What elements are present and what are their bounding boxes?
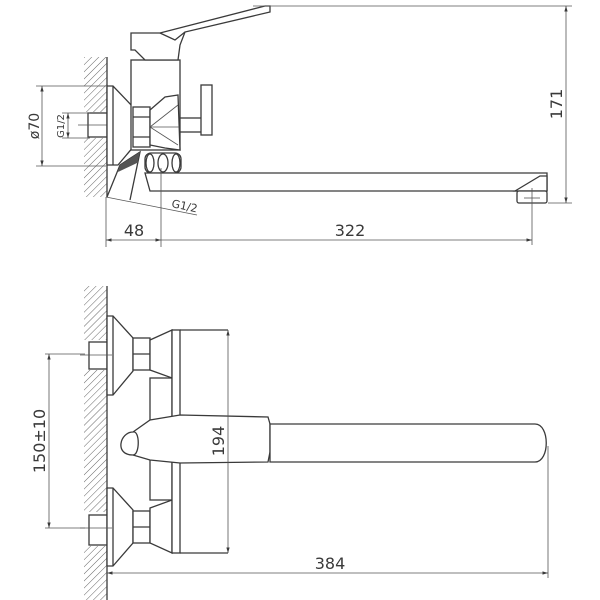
outlet-connector: [106, 150, 141, 201]
spout: [144, 172, 548, 245]
wall-section: [84, 57, 108, 197]
front-view: 150±10 194 384: [30, 286, 549, 600]
side-view: ø70 G1/2 G1/2 48 322 171: [27, 5, 572, 247]
wall-flange: [106, 85, 135, 166]
dimension-diameter: ø70: [27, 85, 106, 167]
dimension-outlet-thread: G1/2: [105, 196, 199, 216]
spout: [269, 423, 547, 463]
dimension-label-inlet-spacing: 150±10: [30, 409, 49, 473]
upper-inlet: [80, 315, 173, 396]
wall-section: [84, 286, 108, 600]
dimension-label-height: 171: [547, 89, 566, 120]
dimension-label-spout-reach: 322: [335, 221, 366, 240]
dimension-label-outlet-thread: G1/2: [170, 197, 198, 215]
diverter-knob: [179, 84, 213, 136]
dimension-label-body-height: 194: [209, 426, 228, 457]
swivel-ring: [144, 152, 182, 174]
dimension-spout-reach: 322: [161, 221, 532, 242]
dimension-label-wall-offset: 48: [124, 221, 144, 240]
dimension-wall-offset: 48: [105, 168, 162, 247]
dimension-inlet-thread: G1/2: [56, 112, 90, 139]
dimension-label-diameter: ø70: [27, 113, 43, 139]
dimension-height: 171: [253, 5, 572, 204]
lever-handle: [120, 414, 271, 464]
inlet-pipe: [78, 112, 110, 138]
dimension-total-reach: 384: [107, 446, 549, 578]
dimension-inlet-spacing: 150±10: [30, 353, 85, 529]
dimension-label-inlet-thread: G1/2: [56, 114, 67, 138]
dimension-body-height: 194: [209, 330, 230, 553]
dimension-label-total-reach: 384: [315, 554, 346, 573]
lower-inlet: [80, 487, 173, 567]
faucet-body: [130, 5, 271, 151]
